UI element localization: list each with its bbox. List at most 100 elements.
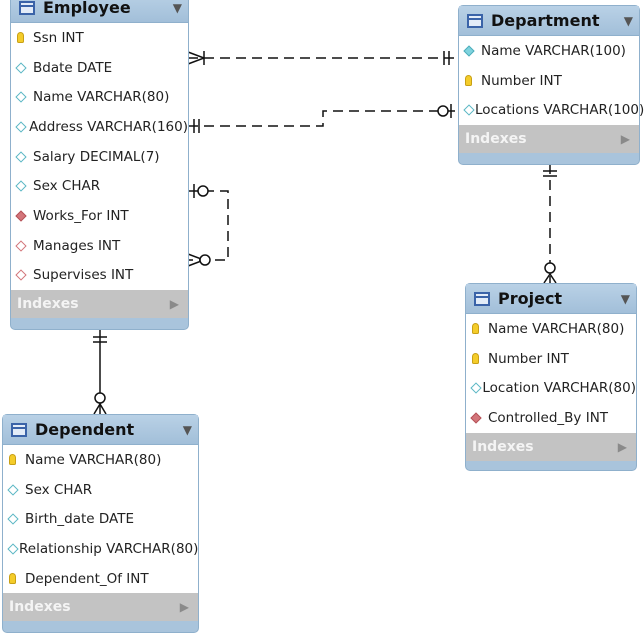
column-row[interactable]: Address VARCHAR(160) <box>11 112 188 142</box>
column-label: Name VARCHAR(80) <box>488 320 625 337</box>
collapse-chevron-icon[interactable]: ▼ <box>182 422 192 437</box>
dependent-table-header[interactable]: Dependent ▼ <box>3 415 198 445</box>
column-label: Bdate DATE <box>33 59 113 76</box>
relationship-department-project[interactable] <box>543 164 557 284</box>
column-row[interactable]: Name VARCHAR(80) <box>11 82 188 112</box>
indexes-section[interactable]: Indexes ▶ <box>459 125 639 154</box>
column-row[interactable]: Number INT <box>459 66 639 96</box>
relationship-employee-department-works-for[interactable] <box>187 51 458 65</box>
column-row[interactable]: Name VARCHAR(100) <box>459 36 639 66</box>
department-table-header[interactable]: Department ▼ <box>459 6 639 36</box>
attribute-icon-wrap <box>7 513 23 525</box>
column-row[interactable]: Controlled_By INT <box>466 403 636 433</box>
collapse-chevron-icon[interactable]: ▼ <box>172 0 182 15</box>
column-row[interactable]: Number INT <box>466 344 636 374</box>
key-icon-wrap <box>9 573 23 585</box>
key-icon-wrap <box>17 32 31 44</box>
expand-arrow-icon[interactable]: ▶ <box>617 439 627 454</box>
attribute-icon-wrap <box>470 382 482 394</box>
indexes-label: Indexes <box>472 438 534 455</box>
foreign-key-icon <box>470 412 482 424</box>
column-row[interactable]: Manages INT <box>11 231 188 261</box>
required-attribute-icon-wrap <box>463 45 479 57</box>
attribute-icon-wrap <box>15 61 31 74</box>
key-icon-wrap <box>465 75 479 87</box>
attribute-icon-wrap <box>15 121 27 133</box>
nullable-foreign-key-icon-wrap <box>15 239 31 252</box>
column-list: Name VARCHAR(80) Number INT Location VARCH… <box>466 314 636 433</box>
column-row[interactable]: Salary DECIMAL(7) <box>11 142 188 172</box>
expand-arrow-icon[interactable]: ▶ <box>620 132 630 147</box>
key-icon <box>472 353 479 365</box>
attribute-icon <box>7 543 19 555</box>
column-label: Sex CHAR <box>33 178 101 195</box>
dependent-table[interactable]: Dependent ▼ Name VARCHAR(80) Sex CHAR Birt… <box>2 414 199 633</box>
employee-table-header[interactable]: Employee ▼ <box>11 0 188 23</box>
attribute-icon-wrap <box>463 104 475 116</box>
employee-table[interactable]: Employee ▼ Ssn INT Bdate DATE Name VARCHAR… <box>10 0 189 330</box>
key-icon-wrap <box>472 323 486 335</box>
expand-arrow-icon[interactable]: ▶ <box>179 600 189 615</box>
column-row[interactable]: Birth_date DATE <box>3 504 198 534</box>
collapse-chevron-icon[interactable]: ▼ <box>623 13 633 28</box>
key-icon <box>472 323 479 335</box>
expand-arrow-icon[interactable]: ▶ <box>169 297 179 312</box>
column-label: Works_For INT <box>33 207 129 224</box>
column-row[interactable]: Relationship VARCHAR(80) <box>3 534 198 564</box>
project-table[interactable]: Project ▼ Name VARCHAR(80) Number INT Loca… <box>465 283 637 471</box>
column-row[interactable]: Locations VARCHAR(100) <box>459 95 644 125</box>
column-label: Location VARCHAR(80) <box>482 380 636 397</box>
column-label: Relationship VARCHAR(80) <box>19 540 199 557</box>
attribute-icon-wrap <box>15 91 31 103</box>
relationship-employee-dependent[interactable] <box>93 330 107 415</box>
table-title: Dependent <box>35 420 135 439</box>
column-row[interactable]: Name VARCHAR(80) <box>466 314 636 344</box>
foreign-key-icon-wrap <box>15 210 31 222</box>
column-list: Name VARCHAR(80) Sex CHAR Birth_date DATE R… <box>3 445 198 594</box>
column-row[interactable]: Works_For INT <box>11 201 188 231</box>
foreign-key-icon-wrap <box>470 412 486 424</box>
column-row[interactable]: Location VARCHAR(80) <box>466 373 636 403</box>
column-label: Locations VARCHAR(100) <box>475 102 644 119</box>
table-icon <box>467 13 483 28</box>
column-label: Name VARCHAR(80) <box>33 89 170 106</box>
column-row[interactable]: Ssn INT <box>11 23 188 53</box>
column-row[interactable]: Sex CHAR <box>11 171 188 201</box>
relationship-employee-supervises-self[interactable] <box>187 184 229 267</box>
attribute-icon <box>7 483 19 496</box>
department-table[interactable]: Department ▼ Name VARCHAR(100)Number INT… <box>458 5 644 165</box>
attribute-icon-wrap <box>15 150 31 163</box>
column-label: Birth_date DATE <box>25 511 135 528</box>
nullable-foreign-key-icon <box>15 269 27 282</box>
column-label: Address VARCHAR(160) <box>29 118 188 135</box>
column-list: Name VARCHAR(100)Number INT Locations VAR… <box>459 36 644 126</box>
attribute-icon <box>15 61 27 74</box>
key-icon-wrap <box>472 353 486 365</box>
column-label: Dependent_Of INT <box>25 570 149 587</box>
indexes-label: Indexes <box>9 599 71 616</box>
column-row[interactable]: Name VARCHAR(80) <box>3 445 198 475</box>
project-table-header[interactable]: Project ▼ <box>466 284 636 314</box>
attribute-icon <box>470 382 482 394</box>
column-row[interactable]: Dependent_Of INT <box>3 564 198 594</box>
table-icon <box>474 291 490 306</box>
indexes-label: Indexes <box>465 131 527 148</box>
table-title: Department <box>491 11 600 30</box>
relationship-employee-department-manages[interactable] <box>188 104 458 133</box>
table-icon <box>11 422 27 437</box>
key-icon <box>9 573 16 585</box>
indexes-section[interactable]: Indexes ▶ <box>3 593 198 622</box>
nullable-foreign-key-icon-wrap <box>15 269 31 282</box>
indexes-section[interactable]: Indexes ▶ <box>466 432 636 461</box>
attribute-icon <box>15 150 27 163</box>
column-row[interactable]: Supervises INT <box>11 261 188 291</box>
nullable-foreign-key-icon <box>15 239 27 252</box>
column-row[interactable]: Sex CHAR <box>3 475 198 505</box>
column-row[interactable]: Bdate DATE <box>11 53 188 83</box>
column-label: Supervises INT <box>33 267 134 284</box>
column-label: Name VARCHAR(80) <box>25 451 162 468</box>
collapse-chevron-icon[interactable]: ▼ <box>620 291 630 306</box>
key-icon <box>465 75 472 87</box>
indexes-section[interactable]: Indexes ▶ <box>11 290 188 319</box>
